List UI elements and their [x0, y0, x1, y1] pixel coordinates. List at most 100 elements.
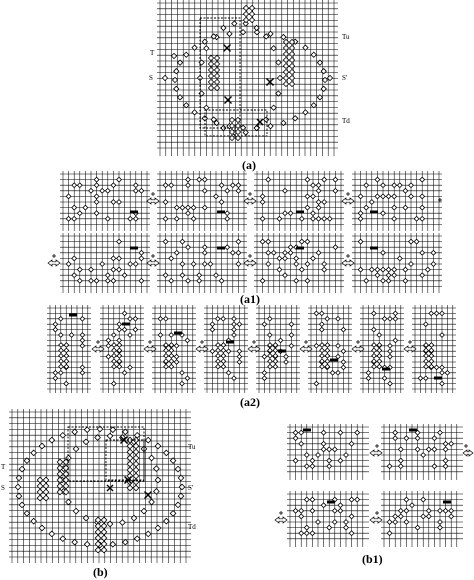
diamond-node [371, 342, 377, 348]
diamond-node [218, 182, 225, 189]
diamond-node [276, 215, 283, 222]
diamond-node [234, 128, 242, 136]
diamond-node [370, 326, 377, 333]
diamond-node [319, 352, 325, 359]
diamond-node [57, 369, 64, 376]
diamond-node [225, 348, 232, 355]
diamond-node [161, 74, 169, 82]
diamond-node [320, 429, 327, 436]
diamond-node [374, 266, 381, 273]
diamond-node [209, 321, 216, 328]
diamond-node [413, 215, 420, 222]
diamond-node [231, 326, 237, 333]
diamond-node [224, 215, 231, 222]
diamond-node [319, 358, 325, 365]
diamond-node [228, 116, 236, 124]
diamond-node [184, 337, 191, 344]
diamond-node [63, 380, 70, 387]
diamond-node [173, 68, 180, 75]
diamond-node [132, 182, 139, 189]
diamond-node [132, 187, 139, 194]
diamond-node [105, 353, 112, 360]
diamond-node [213, 119, 220, 127]
diamond-node [442, 446, 449, 453]
diamond-node [63, 363, 70, 370]
cross-marker [223, 44, 231, 52]
diamond-node [272, 347, 279, 354]
diamond-node [201, 176, 208, 183]
diamond-node [88, 266, 94, 273]
diamond-node [397, 513, 404, 520]
diamond-node [178, 483, 186, 491]
cross-marker [266, 78, 274, 86]
diamond-node [235, 261, 242, 267]
diamond-node [320, 85, 327, 92]
diamond-node [185, 182, 191, 189]
diamond-node [357, 193, 364, 200]
diamond-node [239, 124, 247, 131]
diamond-node [287, 244, 294, 251]
diamond-node [408, 193, 414, 200]
diamond-node [309, 496, 316, 503]
diamond-node [138, 249, 145, 256]
diamond-node [18, 501, 26, 509]
plus-marker [151, 192, 155, 196]
plus-marker [375, 511, 379, 515]
diamond-node [318, 326, 325, 333]
diamond-node [293, 255, 300, 262]
diamond-node [385, 266, 392, 273]
diamond-node [340, 326, 347, 333]
diamond-node [106, 520, 114, 528]
diamond-node [228, 134, 236, 142]
diamond-node [392, 315, 399, 322]
diamond-node [170, 52, 178, 60]
diamond-node [144, 530, 152, 538]
diamond-node [282, 50, 290, 58]
diamond-node [36, 494, 44, 502]
diamond-node [14, 483, 22, 491]
diamond-node [303, 452, 310, 458]
diamond-node [309, 530, 316, 537]
diamond-node [423, 342, 429, 348]
diamond-node [196, 277, 203, 284]
diamond-node [231, 315, 237, 322]
cross-marker [256, 118, 264, 126]
diamond-node [326, 74, 334, 82]
plus-marker [375, 444, 379, 448]
diamond-node [340, 359, 347, 365]
diamond-node [385, 277, 392, 284]
diamond-node [422, 321, 429, 328]
double-arrow [462, 449, 474, 457]
diamond-node [104, 277, 111, 284]
diamond-node [428, 342, 435, 348]
diamond-node [168, 358, 175, 365]
diamond-node [326, 215, 333, 222]
diamond-node [56, 488, 64, 496]
diamond-node [337, 507, 344, 514]
diamond-node [220, 352, 227, 359]
diamond-node [387, 380, 393, 387]
double-arrow [243, 259, 257, 267]
diamond-node [318, 310, 325, 317]
diamond-node [63, 358, 70, 365]
diamond-node [335, 342, 341, 349]
label-S-b: S [1, 484, 5, 492]
diamond-node [58, 352, 64, 359]
diamond-node [309, 463, 316, 470]
diamond-node [15, 492, 23, 500]
diamond-node [431, 446, 438, 453]
diamond-node [185, 210, 191, 217]
double-arrow [91, 345, 105, 353]
diamond-node [282, 255, 288, 262]
cross-marker [106, 484, 114, 492]
diamond-node [179, 204, 186, 211]
diamond-node [303, 524, 310, 531]
cross-marker [144, 491, 152, 499]
diamond-node [331, 446, 338, 453]
diamond-node [332, 187, 339, 194]
diamond-node [179, 272, 186, 279]
diamond-node [337, 457, 344, 464]
diamond-node [201, 38, 208, 45]
plus-marker [96, 340, 100, 344]
